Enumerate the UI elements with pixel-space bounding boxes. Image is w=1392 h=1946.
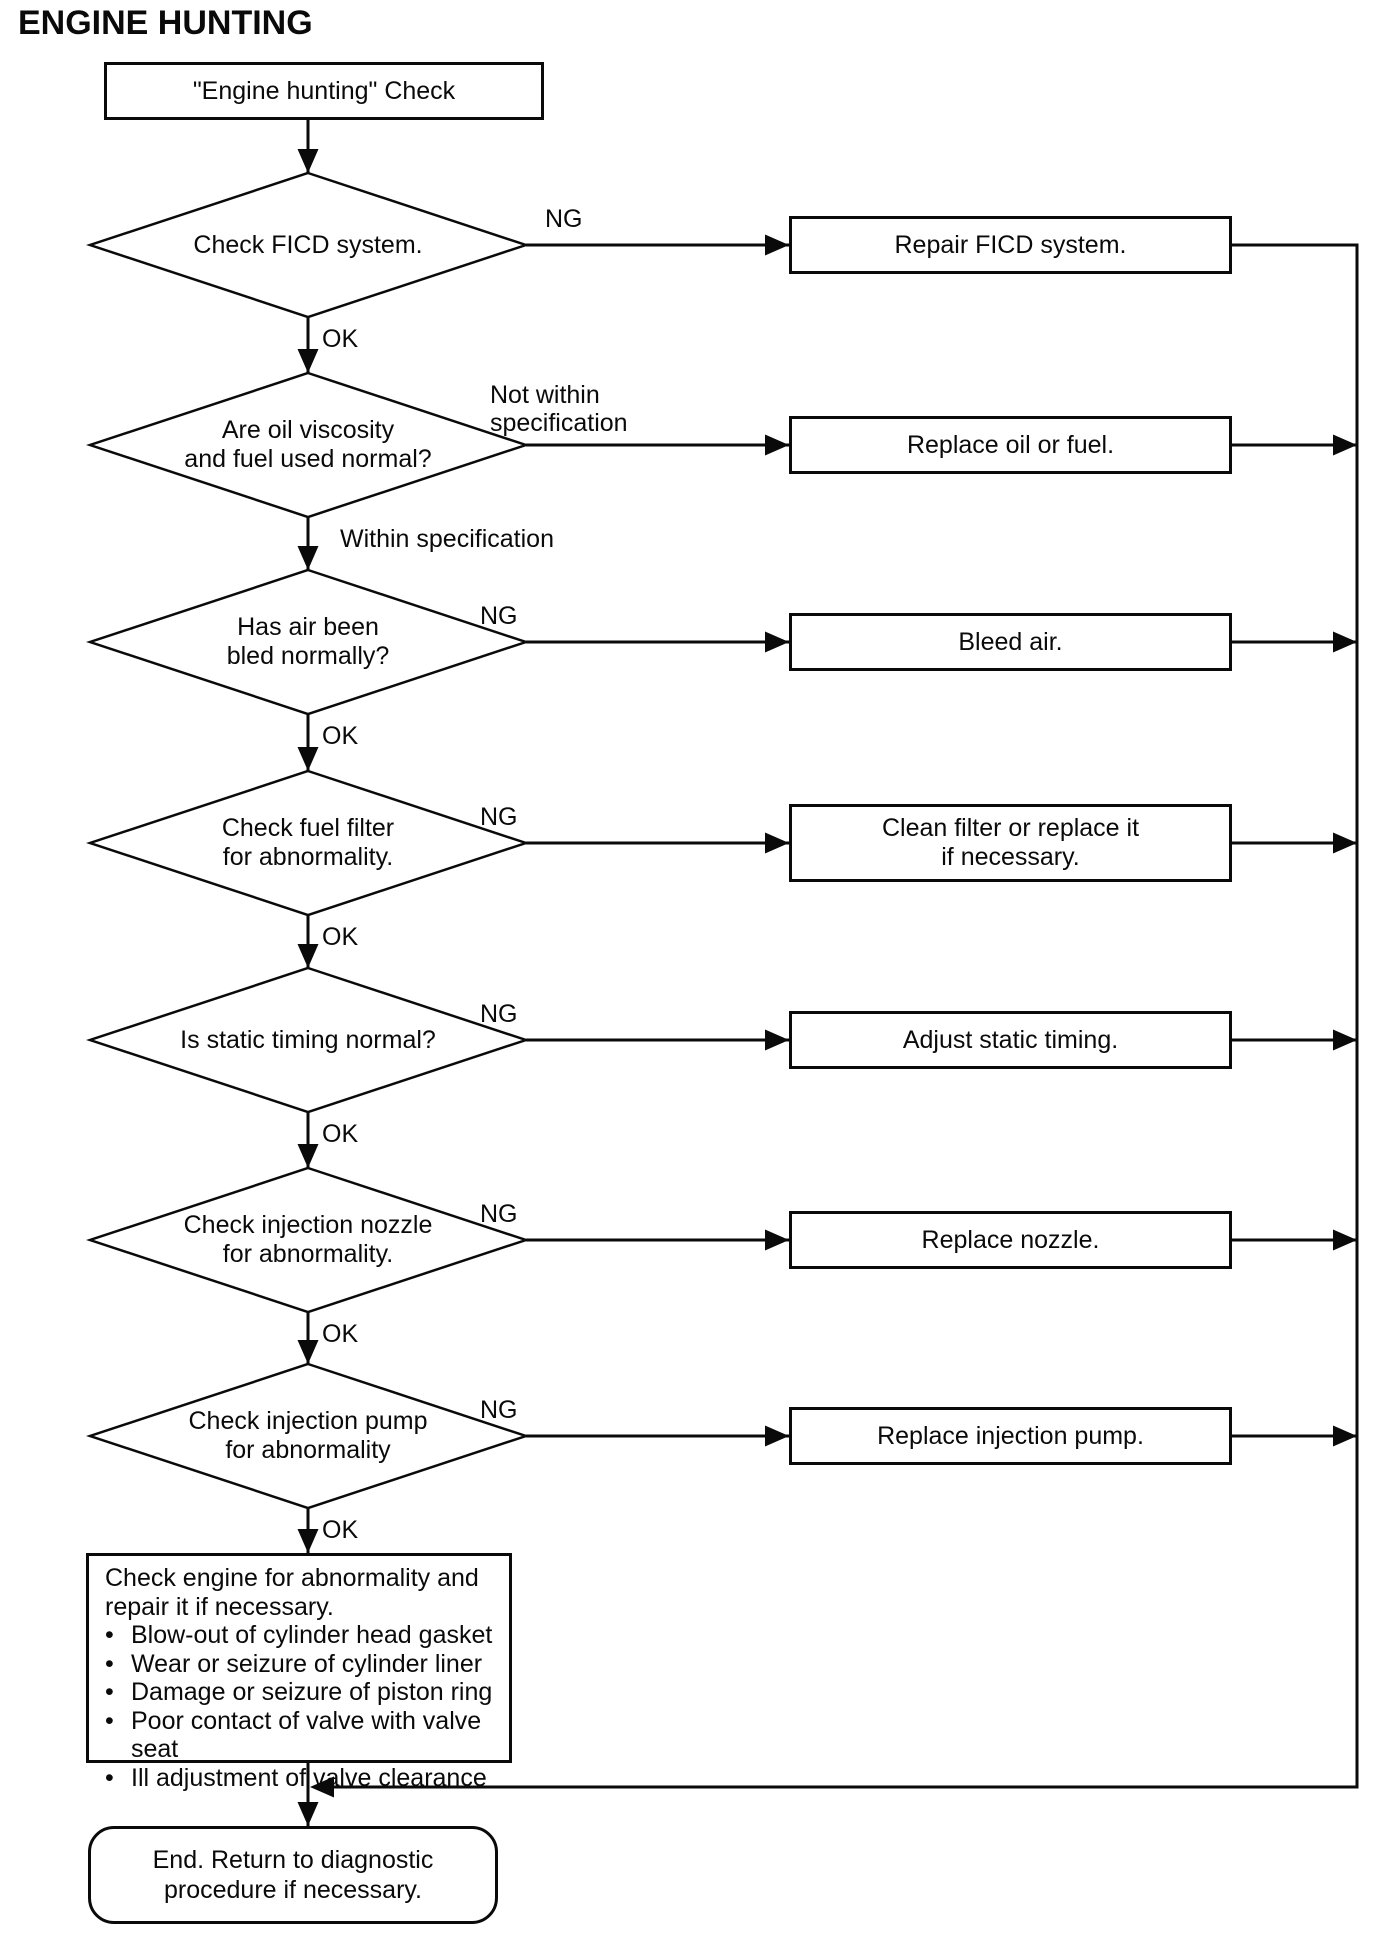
arrowhead	[310, 1776, 334, 1798]
decision-3-label: Has air been bled normally?	[113, 598, 503, 686]
down-label-4: OK	[322, 923, 359, 951]
final-check-bullet: • Blow-out of cylinder head gasket	[105, 1621, 501, 1650]
arrowhead	[1333, 1425, 1357, 1447]
bullet-icon: •	[105, 1763, 114, 1792]
decision-6-label: Check injection nozzle for abnormality.	[113, 1196, 503, 1284]
bullet-text: Wear or seizure of cylinder liner	[131, 1649, 483, 1678]
down-label-1: OK	[322, 325, 359, 353]
arrowhead	[297, 349, 319, 373]
action-box-4: Clean filter or replace it if necessary.	[789, 804, 1232, 882]
final-check-bullet: • Damage or seizure of piston ring	[105, 1678, 501, 1707]
decision-question: Is static timing normal?	[180, 1025, 436, 1054]
bullet-text: Blow-out of cylinder head gasket	[131, 1621, 493, 1649]
arrowhead	[297, 1144, 319, 1168]
arrowhead	[765, 631, 789, 653]
action-box-1: Repair FICD system.	[789, 216, 1232, 274]
bullet-icon: •	[105, 1621, 114, 1649]
branch-label-7: NG	[480, 1396, 518, 1424]
bullet-text: Damage or seizure of piston ring	[131, 1678, 493, 1706]
arrowhead	[765, 1229, 789, 1251]
bullet-icon: •	[105, 1706, 114, 1735]
final-check-intro: Check engine for abnormality and repair …	[105, 1564, 479, 1621]
final-check-box: Check engine for abnormality and repair …	[86, 1553, 512, 1792]
end-node: End. Return to diagnostic procedure if n…	[88, 1826, 498, 1924]
branch-label-3: NG	[480, 602, 518, 630]
action-box-2: Replace oil or fuel.	[789, 416, 1232, 474]
action-label: Replace injection pump.	[877, 1421, 1144, 1450]
action-box-7: Replace injection pump.	[789, 1407, 1232, 1465]
arrowhead	[1333, 1029, 1357, 1051]
arrowhead	[1333, 434, 1357, 456]
arrowhead	[297, 1529, 319, 1553]
down-label-3: OK	[322, 722, 359, 750]
decision-question: Check FICD system.	[193, 230, 423, 259]
down-label-6: OK	[322, 1320, 359, 1348]
arrowhead	[297, 944, 319, 968]
end-node-label: End. Return to diagnostic procedure if n…	[152, 1846, 434, 1904]
decision-2-label: Are oil viscosity and fuel used normal?	[113, 401, 503, 489]
decision-question: Check fuel filter for abnormality.	[221, 814, 395, 871]
start-node: "Engine hunting" Check	[104, 62, 544, 120]
action-label: Replace nozzle.	[921, 1225, 1100, 1254]
decision-5-label: Is static timing normal?	[113, 996, 503, 1084]
action-label: Replace oil or fuel.	[906, 430, 1115, 459]
bullet-icon: •	[105, 1649, 114, 1678]
down-label-7: OK	[322, 1516, 359, 1544]
branch-label-6: NG	[480, 1200, 518, 1228]
decision-4-label: Check fuel filter for abnormality.	[113, 799, 503, 887]
arrowhead	[765, 1029, 789, 1051]
action-box-3: Bleed air.	[789, 613, 1232, 671]
bullet-text: Ill adjustment of valve clearance	[131, 1763, 487, 1792]
branch-label-4: NG	[480, 803, 518, 831]
action-label: Adjust static timing.	[902, 1025, 1119, 1054]
arrowhead	[765, 434, 789, 456]
arrowhead	[297, 149, 319, 173]
arrowhead	[765, 832, 789, 854]
arrowhead	[297, 546, 319, 570]
decision-7-label: Check injection pump for abnormality	[113, 1392, 503, 1480]
decision-question: Check injection nozzle for abnormality.	[183, 1211, 433, 1268]
action-box-6: Replace nozzle.	[789, 1211, 1232, 1269]
arrowhead	[765, 234, 789, 256]
branch-label-5: NG	[480, 1000, 518, 1028]
final-check-bullet: • Ill adjustment of valve clearance	[105, 1764, 501, 1793]
bullet-text: Poor contact of valve with valve seat	[131, 1706, 482, 1764]
down-label-2: Within specification	[340, 525, 554, 553]
start-node-label: "Engine hunting" Check	[192, 76, 456, 105]
arrowhead	[1333, 631, 1357, 653]
action-label: Clean filter or replace it if necessary.	[881, 814, 1140, 871]
action-box-5: Adjust static timing.	[789, 1011, 1232, 1069]
arrowhead	[297, 1340, 319, 1364]
arrowhead	[297, 747, 319, 771]
decision-question: Has air been bled normally?	[226, 613, 390, 670]
final-check-bullet: • Wear or seizure of cylinder liner	[105, 1650, 501, 1679]
decision-question: Are oil viscosity and fuel used normal?	[184, 416, 432, 473]
page-title: ENGINE HUNTING	[18, 4, 313, 42]
arrowhead	[1333, 1229, 1357, 1251]
decision-question: Check injection pump for abnormality	[188, 1407, 428, 1464]
branch-label-2: Not within specification	[490, 381, 628, 437]
final-check-bullet-list: • Blow-out of cylinder head gasket • Wear o…	[105, 1621, 501, 1792]
branch-label-1: NG	[545, 205, 583, 233]
action-label: Repair FICD system.	[894, 230, 1127, 259]
bullet-icon: •	[105, 1678, 114, 1706]
down-label-5: OK	[322, 1120, 359, 1148]
arrowhead	[765, 1425, 789, 1447]
decision-1-label: Check FICD system.	[113, 201, 503, 289]
action-label: Bleed air.	[958, 627, 1063, 656]
arrowhead	[297, 1802, 319, 1826]
final-check-bullet: • Poor contact of valve with valve seat	[105, 1707, 501, 1764]
arrowhead	[1333, 832, 1357, 854]
